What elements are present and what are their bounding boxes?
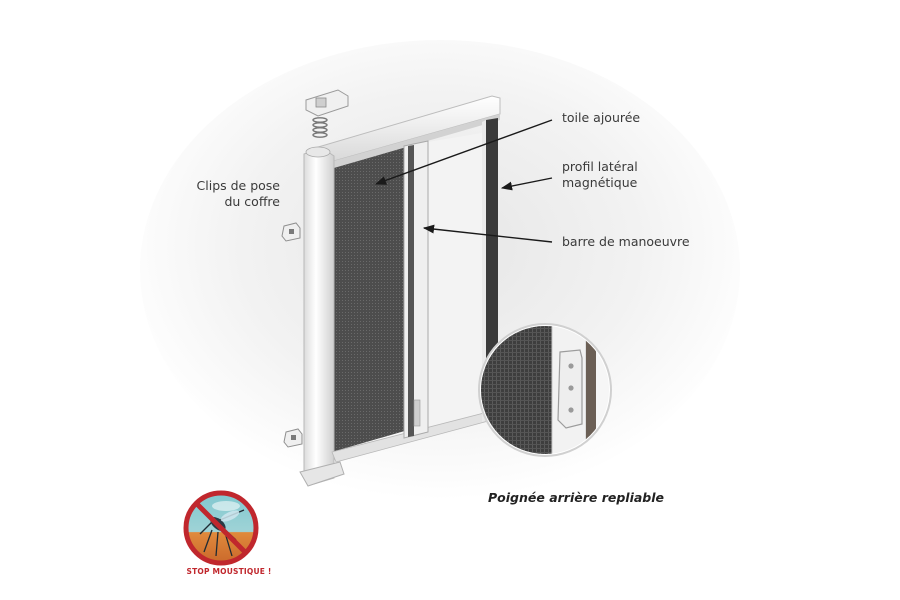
zoom-inset bbox=[478, 323, 612, 457]
label-toile: toile ajourée bbox=[562, 110, 641, 125]
badge-label: STOP MOUSTIQUE ! bbox=[186, 567, 272, 576]
zoom-caption: Poignée arrière repliable bbox=[488, 490, 665, 505]
manoeuvre-bar bbox=[403, 140, 429, 439]
clip-icon bbox=[283, 428, 303, 448]
open-area bbox=[428, 132, 488, 428]
arrow-profil bbox=[500, 177, 553, 191]
side-profile bbox=[486, 118, 498, 420]
bracket-icon bbox=[305, 89, 349, 117]
label-clips-line2: du coffre bbox=[224, 194, 280, 209]
spring-icon bbox=[312, 117, 328, 138]
label-profil-line2: magnétique bbox=[562, 175, 638, 190]
mesh-screen bbox=[332, 146, 408, 452]
label-clips-line1: Clips de pose bbox=[196, 178, 280, 193]
arrow-barre bbox=[422, 224, 553, 243]
arrow-toile bbox=[374, 119, 553, 185]
mosquito-icon bbox=[183, 490, 259, 566]
clip-icon bbox=[281, 222, 301, 242]
side-cassette bbox=[299, 146, 345, 487]
label-barre: barre de manoeuvre bbox=[562, 234, 690, 249]
label-profil-line1: profil latéral bbox=[562, 159, 638, 174]
handle-icon bbox=[557, 349, 583, 429]
